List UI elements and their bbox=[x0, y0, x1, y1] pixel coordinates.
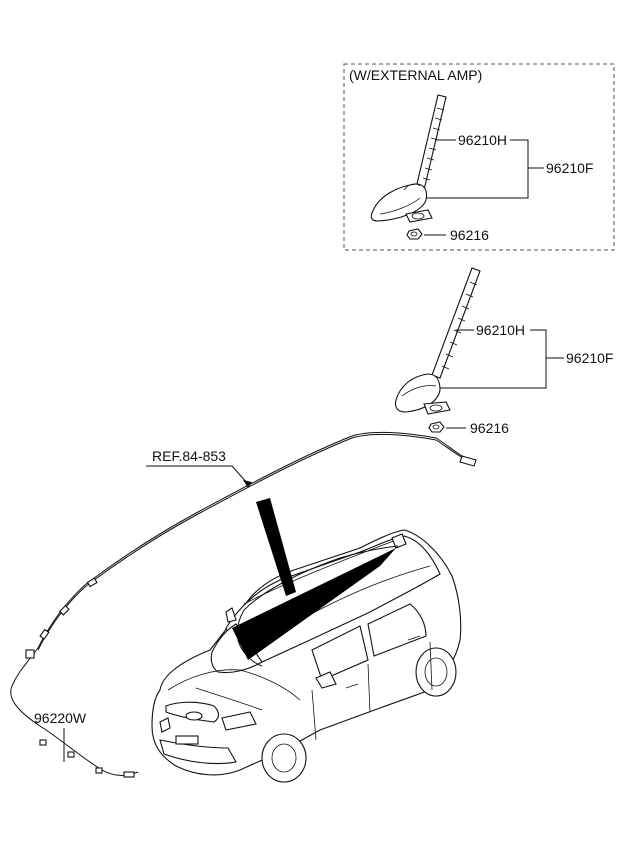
label-std-nut: 96216 bbox=[470, 420, 509, 436]
antenna-cable bbox=[10, 431, 477, 778]
label-cable: 96220W bbox=[34, 710, 87, 726]
external-amp-box bbox=[343, 63, 615, 251]
standard-antenna-group: 96210H 96210F 96216 bbox=[394, 267, 613, 436]
ref-callout: REF.84-853 bbox=[146, 448, 252, 488]
external-amp-group: (W/EXTERNAL AMP) 96210H 96210F 96216 bbox=[343, 63, 615, 251]
antenna-base-std bbox=[394, 373, 451, 415]
antenna-nut-amp bbox=[406, 228, 423, 240]
antenna-rod-std bbox=[431, 267, 481, 379]
antenna-rod-amp bbox=[415, 94, 447, 191]
label-ref: REF.84-853 bbox=[152, 448, 226, 464]
external-amp-title: (W/EXTERNAL AMP) bbox=[349, 67, 482, 83]
antenna-nut-std bbox=[428, 421, 445, 433]
cable-callout: 96220W bbox=[34, 710, 87, 762]
label-std-assy: 96210F bbox=[566, 350, 613, 366]
rear-wheel bbox=[415, 647, 457, 697]
bracket-std-assy bbox=[440, 329, 564, 389]
location-highlight bbox=[232, 498, 396, 660]
car-illustration bbox=[151, 529, 462, 783]
bracket-amp-assy bbox=[426, 139, 544, 199]
label-amp-assy: 96210F bbox=[546, 160, 593, 176]
label-amp-nut: 96216 bbox=[450, 227, 489, 243]
antenna-base-amp bbox=[370, 183, 433, 223]
label-std-rod: 96210H bbox=[476, 322, 525, 338]
front-wheel bbox=[261, 733, 307, 783]
label-amp-rod: 96210H bbox=[458, 132, 507, 148]
